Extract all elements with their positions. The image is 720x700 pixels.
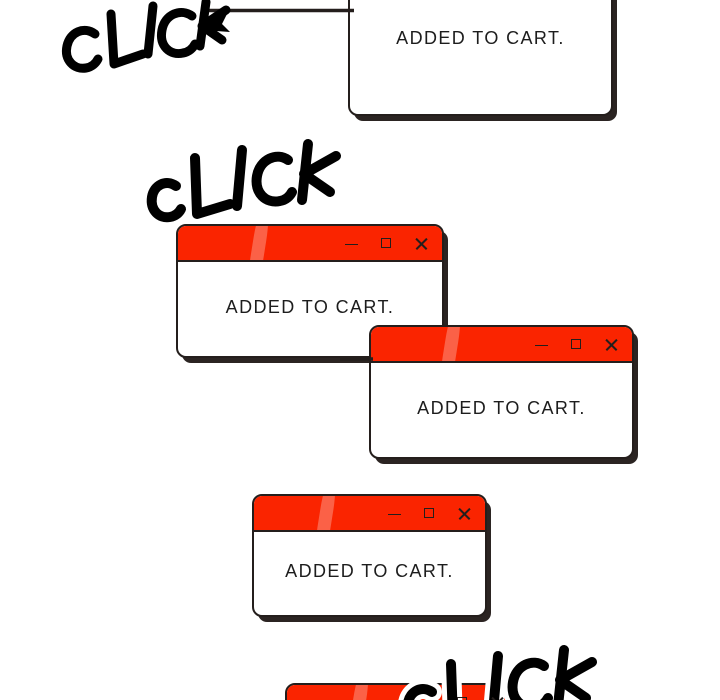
close-icon[interactable] bbox=[491, 696, 504, 700]
title-bar[interactable] bbox=[371, 327, 632, 363]
dialog-body: ADDED TO CART. bbox=[178, 262, 442, 356]
dialog-body: ADDED TO CART. bbox=[371, 363, 632, 457]
gloss-highlight bbox=[312, 496, 338, 530]
window-controls bbox=[421, 696, 504, 700]
gloss-highlight bbox=[245, 226, 272, 260]
maximize-icon[interactable] bbox=[380, 237, 393, 250]
minimize-icon[interactable] bbox=[535, 338, 548, 351]
close-icon[interactable] bbox=[605, 338, 618, 351]
window-controls bbox=[345, 237, 428, 250]
pointer-arrow-1 bbox=[196, 2, 356, 24]
dialog-window-1[interactable]: ADDED TO CART. bbox=[348, 0, 613, 116]
minimize-icon[interactable] bbox=[421, 696, 434, 700]
minimize-icon[interactable] bbox=[388, 507, 401, 520]
title-bar[interactable] bbox=[254, 496, 485, 532]
maximize-icon[interactable] bbox=[456, 696, 469, 700]
maximize-icon[interactable] bbox=[423, 507, 436, 520]
dialog-body: ADDED TO CART. bbox=[350, 0, 611, 114]
dialog-window-3[interactable]: ADDED TO CART. bbox=[369, 325, 634, 459]
close-icon[interactable] bbox=[458, 507, 471, 520]
dialog-message: ADDED TO CART. bbox=[417, 397, 586, 418]
gloss-highlight bbox=[345, 685, 371, 700]
window-controls bbox=[535, 338, 618, 351]
maximize-icon[interactable] bbox=[570, 338, 583, 351]
close-icon[interactable] bbox=[415, 237, 428, 250]
minimize-icon[interactable] bbox=[345, 237, 358, 250]
dialog-window-4[interactable]: ADDED TO CART. bbox=[252, 494, 487, 617]
dialog-message: ADDED TO CART. bbox=[285, 561, 454, 581]
window-controls bbox=[388, 507, 471, 520]
dialog-message: ADDED TO CART. bbox=[396, 27, 565, 48]
dialog-window-5[interactable]: ADDED TO CART. bbox=[285, 683, 520, 700]
annotation-click-1 bbox=[52, 0, 232, 88]
dialog-body: ADDED TO CART. bbox=[254, 532, 485, 615]
dialog-window-2[interactable]: ADDED TO CART. bbox=[176, 224, 444, 358]
title-bar[interactable] bbox=[178, 226, 442, 262]
dialog-message: ADDED TO CART. bbox=[225, 296, 395, 317]
gloss-highlight bbox=[437, 327, 464, 361]
title-bar[interactable] bbox=[287, 685, 518, 700]
